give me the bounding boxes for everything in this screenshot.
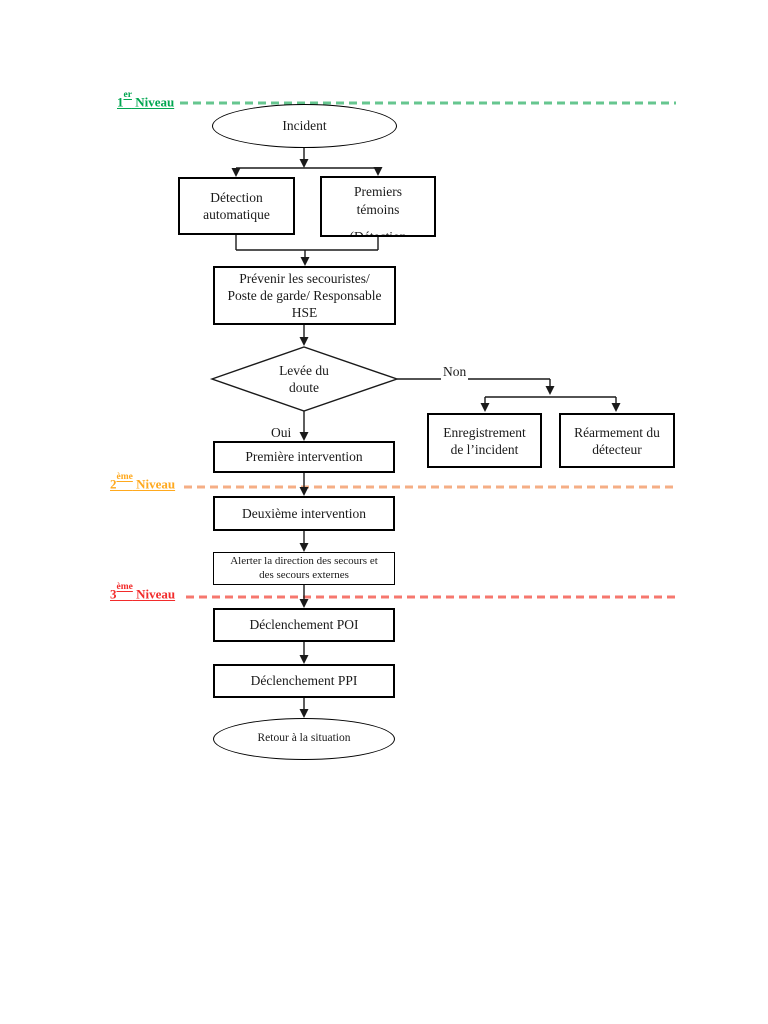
node-enregistrement-incident: Enregistrement de l’incident	[427, 413, 542, 468]
level-1-ordinal-suffix: er	[123, 90, 132, 100]
level-3-ordinal-suffix: ème	[116, 582, 133, 592]
node-retour-situation: Retour à la situation	[213, 718, 395, 760]
line-merge-to-prevenir	[235, 235, 379, 258]
node-premiers-temoins-clipped-text: (Détection	[349, 229, 407, 237]
node-declenchement-ppi-label: Déclenchement PPI	[250, 673, 358, 689]
node-retour-situation-label: Retour à la situation	[257, 732, 351, 745]
node-prevenir-secouristes: Prévenir les secouristes/ Poste de garde…	[213, 266, 396, 325]
branch-label-oui: Oui	[269, 425, 294, 441]
level-1-number: 1	[117, 94, 124, 110]
node-rearmement-detecteur-label: Réarmement du détecteur	[574, 424, 660, 457]
level-3-number: 3	[110, 586, 117, 602]
node-prevenir-secouristes-label: Prévenir les secouristes/ Poste de garde…	[227, 271, 382, 320]
level-2-word: Niveau	[132, 476, 176, 492]
level-3-word: Niveau	[132, 586, 176, 602]
node-premiere-intervention-label: Première intervention	[245, 449, 363, 465]
decision-diamond	[209, 346, 400, 412]
node-detection-automatique-label: Détection automatique	[203, 189, 270, 223]
level-3-label: 3ème Niveau	[110, 582, 176, 602]
node-premiers-temoins: Premiers témoins (Détection	[320, 176, 436, 237]
node-incident-label: Incident	[282, 118, 327, 134]
node-rearmement-detecteur: Réarmement du détecteur	[559, 413, 675, 468]
node-alerter-direction-secours-label: Alerter la direction des secours et des …	[230, 555, 378, 581]
level-2-label: 2ème Niveau	[110, 472, 176, 492]
flow-lines	[235, 148, 617, 710]
level-2-number: 2	[110, 476, 117, 492]
level-1-label: 1er Niveau	[117, 90, 175, 110]
node-incident: Incident	[212, 104, 397, 148]
node-declenchement-poi-label: Déclenchement POI	[249, 617, 359, 633]
node-deuxieme-intervention: Deuxième intervention	[213, 496, 395, 531]
branch-label-non: Non	[441, 364, 469, 380]
node-deuxieme-intervention-label: Deuxième intervention	[241, 505, 367, 521]
node-enregistrement-incident-label: Enregistrement de l’incident	[443, 424, 526, 457]
level-1-word: Niveau	[131, 94, 175, 110]
decision-levee-du-doute-label: Levée du doute	[279, 363, 329, 395]
level-2-ordinal-suffix: ème	[116, 472, 133, 482]
line-incident-split	[236, 148, 378, 169]
node-declenchement-poi: Déclenchement POI	[213, 608, 395, 642]
node-declenchement-ppi: Déclenchement PPI	[213, 664, 395, 698]
node-premiere-intervention: Première intervention	[213, 441, 395, 473]
node-premiers-temoins-label: Premiers témoins	[354, 184, 402, 217]
node-detection-automatique: Détection automatique	[178, 177, 295, 235]
line-non-branch	[397, 378, 617, 404]
node-alerter-direction-secours: Alerter la direction des secours et des …	[213, 552, 395, 585]
